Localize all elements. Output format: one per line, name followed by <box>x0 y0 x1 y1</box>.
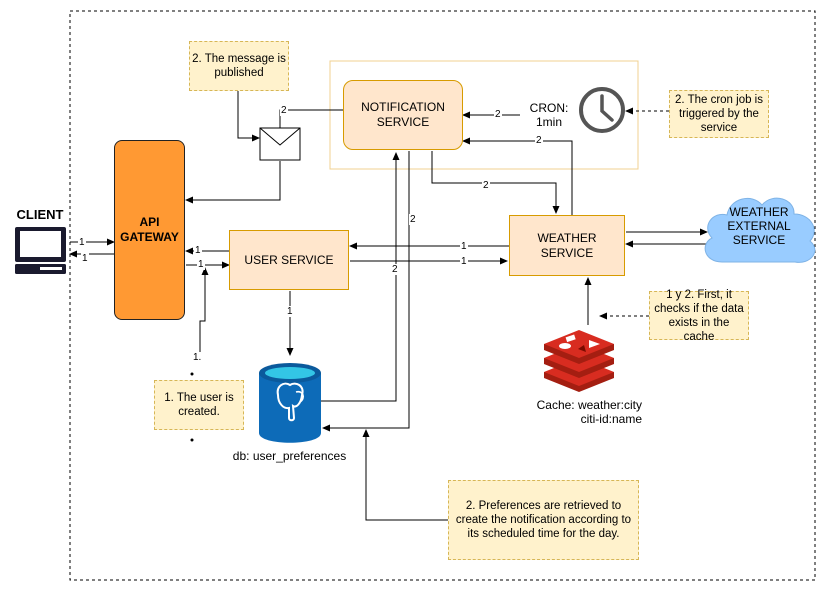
edge-notif-db <box>322 151 410 432</box>
bullet-dot <box>190 438 194 442</box>
cron-label: CRON: 1min <box>529 101 569 129</box>
note-message-published: 2. The message is published <box>189 41 289 91</box>
edge-label: 2 <box>280 105 288 116</box>
note-cron-triggered: 2. The cron job is triggered by the serv… <box>669 90 769 138</box>
edge-notif-weather <box>431 151 560 214</box>
db-label: db: user_preferences <box>232 449 347 463</box>
weather-external-label: WEATHER EXTERNAL SERVICE <box>727 205 791 247</box>
weather-service-box: WEATHER SERVICE <box>509 215 625 276</box>
edge-label: 1 <box>197 259 205 270</box>
postgresql-icon <box>259 363 321 443</box>
edge-label: 1. <box>192 352 203 363</box>
edge-label: 1 <box>81 253 89 264</box>
cache-label: Cache: weather:city citi-id:name <box>536 398 642 426</box>
note-user-created: 1. The user is created. <box>154 380 244 430</box>
edge-label: 2 <box>482 180 490 191</box>
user-service-box: USER SERVICE <box>229 230 349 290</box>
notification-group <box>329 60 639 170</box>
edge-label: 2 <box>494 109 502 120</box>
edge-label: 2 <box>391 264 399 275</box>
edge-db-notif <box>321 152 400 402</box>
edge-label: 1 <box>78 237 86 248</box>
edge-label: 2 <box>535 135 543 146</box>
edge-weather-notif <box>462 137 573 215</box>
edge-notif-envelope <box>279 109 343 128</box>
cloud-icon <box>704 197 816 263</box>
system-boundary <box>69 10 816 581</box>
redis-icon <box>544 330 614 392</box>
edge-label: 2 <box>409 214 417 225</box>
notification-service-box: NOTIFICATION SERVICE <box>343 80 463 150</box>
api-gateway-box: API GATEWAY <box>114 140 185 320</box>
edge-note-db <box>362 429 448 521</box>
edge-note-envelope <box>237 91 260 142</box>
edge-envelope-gateway <box>185 161 281 204</box>
clock-icon <box>579 87 625 133</box>
note-preferences-retrieved: 2. Preferences are retrieved to create t… <box>448 480 639 560</box>
client-label: CLIENT <box>16 207 64 222</box>
envelope-icon <box>259 127 301 161</box>
computer-icon <box>15 227 66 274</box>
note-cache-check: 1 y 2. First, it checks if the data exis… <box>649 289 749 343</box>
edge-label: 1 <box>286 306 294 317</box>
edge-label: 1 <box>194 245 202 256</box>
edge-label: 1 <box>460 256 468 267</box>
bullet-dot <box>190 372 194 376</box>
edge-note-user <box>199 267 209 352</box>
edge-label: 1 <box>460 241 468 252</box>
